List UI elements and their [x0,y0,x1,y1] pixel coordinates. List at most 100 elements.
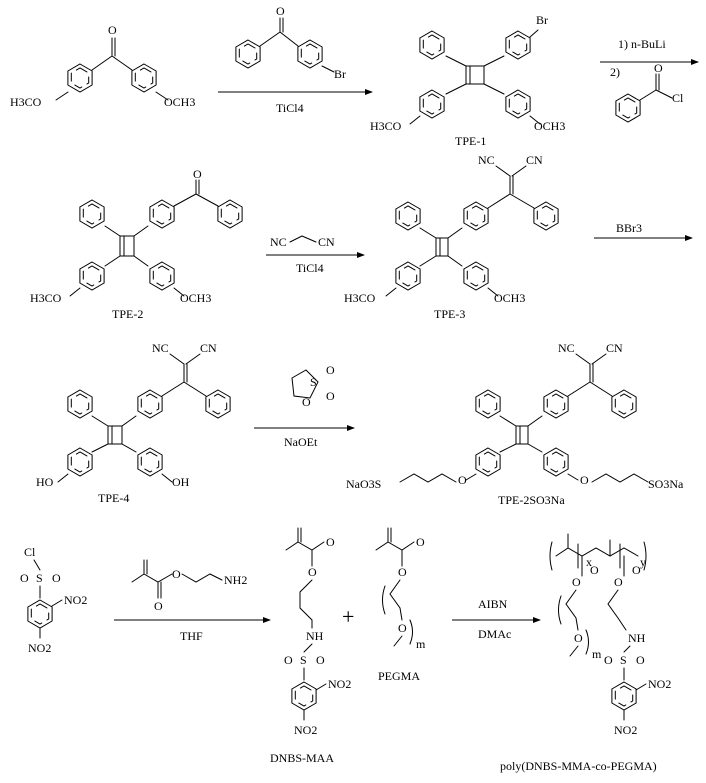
reagent-step2b: 2) [610,65,620,79]
reagent-step7b: DMAc [478,627,511,641]
reagent-step4: BBr3 [616,221,642,235]
svg-text:O: O [154,599,163,613]
label-tpe1: TPE-1 [455,134,486,148]
svg-text:NO2: NO2 [28,641,51,655]
reagent-step6: THF [180,629,203,643]
svg-text:H3CO: H3CO [30,291,62,305]
svg-text:O: O [316,653,325,667]
svg-text:O: O [580,473,589,487]
svg-text:NH: NH [628,631,646,645]
malononitrile: NC CN [270,235,335,249]
svg-text:S: S [620,653,627,667]
svg-text:x: x [586,555,592,569]
label-tpe4: TPE-4 [98,491,129,505]
svg-text:NC: NC [270,235,287,249]
svg-text:O: O [572,575,581,589]
tpe2-structure: O H3CO OCH3 [30,167,243,305]
svg-text:SO3Na: SO3Na [648,477,684,491]
tpe-2so3na-structure: NC CN O NaO3S O SO3Na [346,341,684,491]
svg-text:O: O [326,535,335,549]
tpe4-structure: NC CN HO OH [36,341,231,489]
svg-text:CN: CN [606,341,623,355]
svg-text:O: O [302,395,311,409]
svg-text:Cl: Cl [24,545,36,559]
svg-text:Br: Br [334,67,346,81]
svg-text:OCH3: OCH3 [164,95,195,109]
svg-text:OH: OH [172,475,190,489]
dnbs-chloride: Cl S O O NO2 NO2 [20,545,87,655]
reagent-step5: NaOEt [284,435,318,449]
svg-text:O: O [574,631,583,645]
label-polymer: poly(DNBS-MMA-co-PEGMA) [500,759,657,773]
svg-text:O: O [20,571,29,585]
svg-text:NO2: NO2 [294,723,317,737]
svg-text:O: O [326,363,335,377]
svg-text:m: m [592,647,602,661]
svg-text:NO2: NO2 [328,677,351,691]
svg-text:CN: CN [318,235,335,249]
svg-text:O: O [276,4,285,18]
tpe3-structure: NC CN H3CO OCH3 [344,153,559,305]
svg-text:O: O [398,621,407,635]
plus-sign: + [342,604,354,629]
pegma-structure: O O O m [375,527,426,651]
propane-sultone: S O O O [291,363,335,409]
svg-text:OCH3: OCH3 [494,291,525,305]
svg-text:O: O [604,653,613,667]
svg-text:CN: CN [526,153,543,167]
svg-text:O: O [458,473,467,487]
dnbs-maa-structure: O O NH S O O NO2 NO2 [284,527,351,737]
svg-text:NH2: NH2 [224,573,247,587]
svg-text:O: O [614,575,623,589]
label-pegma: PEGMA [378,669,420,683]
svg-text:O: O [632,563,641,577]
svg-text:NC: NC [478,153,495,167]
svg-text:O: O [398,565,407,579]
reagent-step2a: 1) n-BuLi [618,37,666,51]
bromobenzophenone: O Br [235,4,346,81]
svg-text:S: S [300,653,307,667]
svg-text:OCH3: OCH3 [534,119,565,133]
polymer-structure: x y O O O m O O NH S O O NO2 NO2 [549,533,671,737]
svg-text:H3CO: H3CO [344,291,376,305]
label-tpe-2so3na: TPE-2SO3Na [498,493,565,507]
svg-text:O: O [590,563,599,577]
reagent-step1: TiCl4 [276,101,304,115]
svg-text:NH: NH [306,629,324,643]
svg-text:NO2: NO2 [614,723,637,737]
svg-text:O: O [172,567,181,581]
svg-text:O: O [636,653,645,667]
svg-text:NC: NC [152,341,169,355]
tpe1-structure: Br H3CO OCH3 [370,13,565,133]
label-tpe3: TPE-3 [434,307,465,321]
aminoethyl-methacrylate: O O NH2 [131,559,247,613]
svg-text:O: O [284,653,293,667]
svg-text:y: y [640,555,646,569]
svg-text:NO2: NO2 [648,677,671,691]
svg-text:O: O [326,389,335,403]
svg-text:S: S [36,571,43,585]
dimethoxybenzophenone: O H3CO OCH3 [10,23,195,109]
svg-text:CN: CN [200,341,217,355]
svg-text:HO: HO [36,475,54,489]
svg-text:Br: Br [536,13,548,27]
svg-text:S: S [310,375,317,389]
svg-text:m: m [416,637,426,651]
svg-text:NC: NC [558,341,575,355]
benzoyl-chloride: O Cl [615,61,684,123]
svg-text:NaO3S: NaO3S [346,477,381,491]
svg-text:OCH3: OCH3 [180,291,211,305]
reagent-step7a: AIBN [478,597,508,611]
label-dnbs-maa: DNBS-MAA [270,751,334,765]
svg-text:O: O [416,535,425,549]
svg-text:O: O [654,61,663,75]
svg-text:O: O [193,167,202,181]
svg-text:H3CO: H3CO [10,95,42,109]
svg-text:H3CO: H3CO [370,119,402,133]
svg-text:O: O [52,571,61,585]
svg-text:O: O [308,565,317,579]
label-tpe2: TPE-2 [112,307,143,321]
svg-text:NO2: NO2 [64,593,87,607]
reagent-step3: TiCl4 [296,261,324,275]
